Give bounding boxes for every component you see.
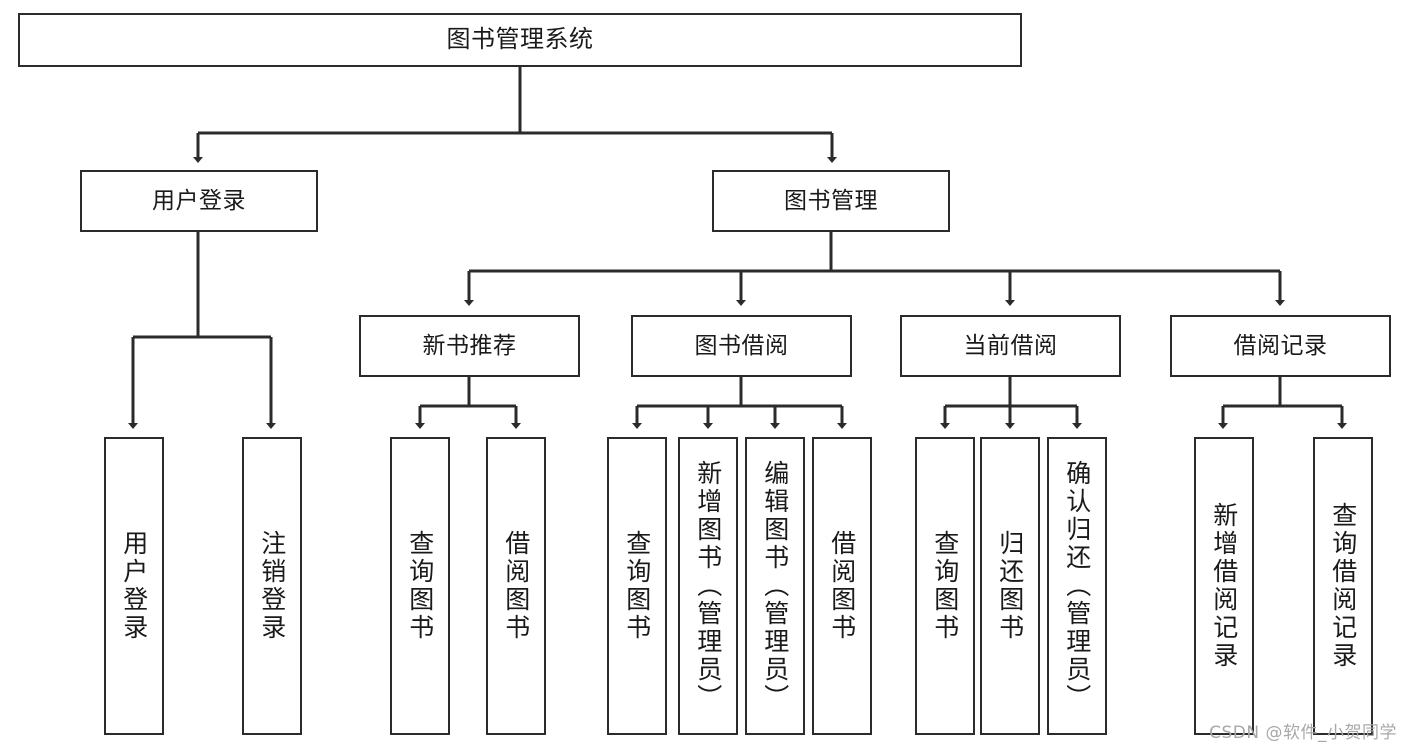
node-label: 借阅记录 <box>1233 332 1328 359</box>
node-root-library-system[interactable]: 图书管理系统 <box>18 13 1022 67</box>
node-label: 确认归还（管理员） <box>1062 460 1092 712</box>
leaf-current-confirm-return-admin[interactable]: 确认归还（管理员） <box>1047 437 1107 735</box>
leaf-current-return-book[interactable]: 归还图书 <box>980 437 1040 735</box>
leaf-borrow-edit-book-admin[interactable]: 编辑图书（管理员） <box>745 437 805 735</box>
node-book-management[interactable]: 图书管理 <box>712 170 950 232</box>
leaf-user-login-logout[interactable]: 注销登录 <box>242 437 302 735</box>
node-borrow-record[interactable]: 借阅记录 <box>1170 315 1391 377</box>
node-label: 查询借阅记录 <box>1328 502 1358 670</box>
csdn-watermark: CSDN @软件_小贺同学 <box>1209 723 1397 743</box>
node-label: 借阅图书 <box>501 530 531 642</box>
node-label: 注销登录 <box>257 530 287 642</box>
leaf-borrow-query-book[interactable]: 查询图书 <box>607 437 667 735</box>
node-user-login[interactable]: 用户登录 <box>80 170 318 232</box>
node-label: 查询图书 <box>405 530 435 642</box>
node-new-book-recommend[interactable]: 新书推荐 <box>359 315 580 377</box>
leaf-record-add-record[interactable]: 新增借阅记录 <box>1194 437 1254 735</box>
node-label: 查询图书 <box>622 530 652 642</box>
node-label: 用户登录 <box>119 530 149 642</box>
node-label: 新增图书（管理员） <box>693 460 723 712</box>
node-label: 编辑图书（管理员） <box>760 460 790 712</box>
node-label: 图书借阅 <box>694 332 789 359</box>
node-label: 新书推荐 <box>422 332 517 359</box>
node-label: 新增借阅记录 <box>1209 502 1239 670</box>
node-label: 图书管理 <box>784 187 878 214</box>
node-book-borrow[interactable]: 图书借阅 <box>631 315 852 377</box>
node-label: 用户登录 <box>152 187 246 214</box>
node-current-borrow[interactable]: 当前借阅 <box>900 315 1121 377</box>
node-label: 归还图书 <box>995 530 1025 642</box>
leaf-recommend-query-book[interactable]: 查询图书 <box>390 437 450 735</box>
leaf-borrow-borrow-book[interactable]: 借阅图书 <box>812 437 872 735</box>
leaf-user-login-login[interactable]: 用户登录 <box>104 437 164 735</box>
node-label: 查询图书 <box>930 530 960 642</box>
leaf-record-query-record[interactable]: 查询借阅记录 <box>1313 437 1373 735</box>
node-label: 借阅图书 <box>827 530 857 642</box>
leaf-current-query-book[interactable]: 查询图书 <box>915 437 975 735</box>
leaf-recommend-borrow-book[interactable]: 借阅图书 <box>486 437 546 735</box>
node-label: 当前借阅 <box>963 332 1058 359</box>
leaf-borrow-add-book-admin[interactable]: 新增图书（管理员） <box>678 437 738 735</box>
node-label: 图书管理系统 <box>446 25 594 54</box>
